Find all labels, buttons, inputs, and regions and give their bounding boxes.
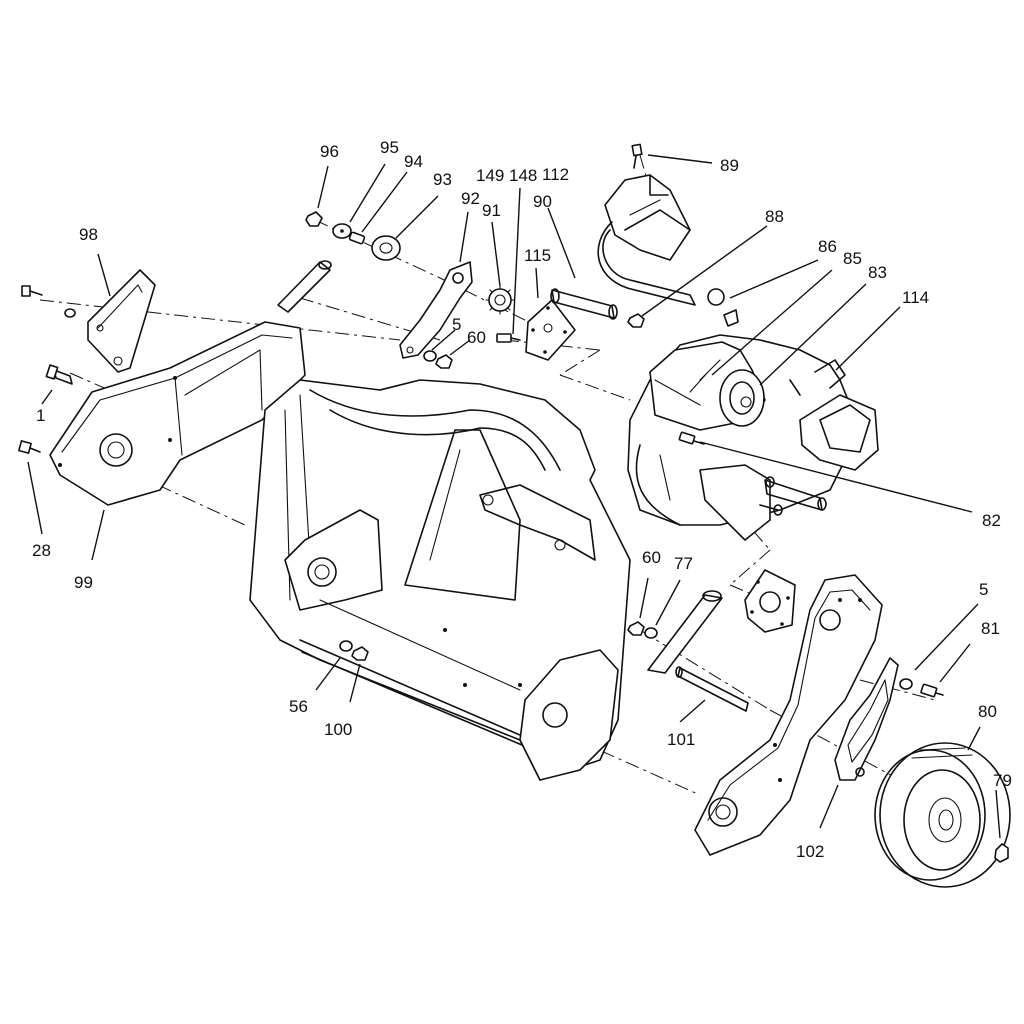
motor-gearbox-assembly — [627, 334, 879, 541]
wheel-80 — [874, 742, 1011, 888]
callout-90: 90 — [533, 192, 552, 211]
callout-112: 112 — [542, 165, 569, 184]
washer-56 — [339, 640, 353, 652]
callout-28: 28 — [32, 541, 51, 560]
callout-94: 94 — [404, 152, 423, 171]
nut-96 — [305, 211, 323, 227]
right-side-plate — [694, 574, 883, 856]
callout-56: 56 — [289, 697, 308, 716]
callout-149: 149 — [476, 166, 504, 185]
nut-60-lower — [627, 621, 645, 636]
washer-95 — [332, 223, 352, 239]
callout-79: 79 — [993, 771, 1012, 790]
washer-77 — [644, 627, 658, 639]
callout-101: 101 — [667, 730, 695, 749]
callout-60-upper: 60 — [467, 328, 486, 347]
nut-100 — [351, 646, 369, 661]
bolt-82 — [678, 431, 705, 445]
callout-115: 115 — [524, 246, 551, 265]
callout-labels: 98 1 28 99 96 95 94 93 149 148 112 92 91… — [32, 138, 1012, 861]
callout-148: 148 — [509, 166, 537, 185]
flange-gasket — [744, 569, 796, 633]
washer-5-lower — [899, 678, 913, 690]
callout-77: 77 — [674, 554, 693, 573]
wheel-bracket — [834, 657, 899, 781]
bolt-81 — [920, 683, 944, 698]
nut-60-upper — [435, 354, 453, 369]
callout-89: 89 — [720, 156, 739, 175]
callout-96: 96 — [320, 142, 339, 161]
callout-93: 93 — [433, 170, 452, 189]
callout-82: 82 — [982, 511, 1001, 530]
washer-5-upper — [423, 350, 437, 362]
callout-88: 88 — [765, 207, 784, 226]
callout-81: 81 — [981, 619, 1000, 638]
callout-5-lower: 5 — [979, 580, 988, 599]
chute-bracket-assembly — [597, 174, 696, 306]
bolt-28 — [18, 440, 41, 454]
callout-60-lower: 60 — [642, 548, 661, 567]
bolt-148 — [496, 333, 521, 343]
callout-85: 85 — [843, 249, 862, 268]
bushing-94 — [348, 231, 366, 245]
callout-98: 98 — [79, 225, 98, 244]
plate-112 — [525, 299, 576, 361]
side-plate-bracket — [87, 269, 156, 373]
callout-100: 100 — [324, 720, 352, 739]
callout-80: 80 — [978, 702, 997, 721]
bracket-92 — [399, 261, 473, 359]
callout-99: 99 — [74, 573, 93, 592]
callout-114: 114 — [902, 288, 929, 307]
top-left-bolt — [21, 285, 76, 318]
nut-88 — [627, 313, 645, 328]
callout-102: 102 — [796, 842, 824, 861]
callout-92: 92 — [461, 189, 480, 208]
callout-5-upper: 5 — [452, 315, 461, 334]
axle-101 — [675, 666, 749, 712]
callout-83: 83 — [868, 263, 887, 282]
bolt-1 — [45, 364, 73, 385]
callout-1: 1 — [36, 406, 45, 425]
left-side-housing-plate — [49, 321, 306, 506]
callout-95: 95 — [380, 138, 399, 157]
sprocket-91 — [485, 285, 515, 315]
bearing-93 — [371, 235, 401, 261]
shaft-90 — [550, 288, 618, 320]
leader-lines — [27, 154, 1001, 839]
auger-housing — [249, 379, 631, 781]
spacer-tube — [647, 590, 723, 674]
bolt-89 — [631, 143, 643, 169]
cap-79 — [994, 843, 1009, 863]
callout-91: 91 — [482, 201, 501, 220]
knob-86 — [707, 288, 739, 327]
pin-shaft — [277, 260, 332, 313]
callout-86: 86 — [818, 237, 837, 256]
